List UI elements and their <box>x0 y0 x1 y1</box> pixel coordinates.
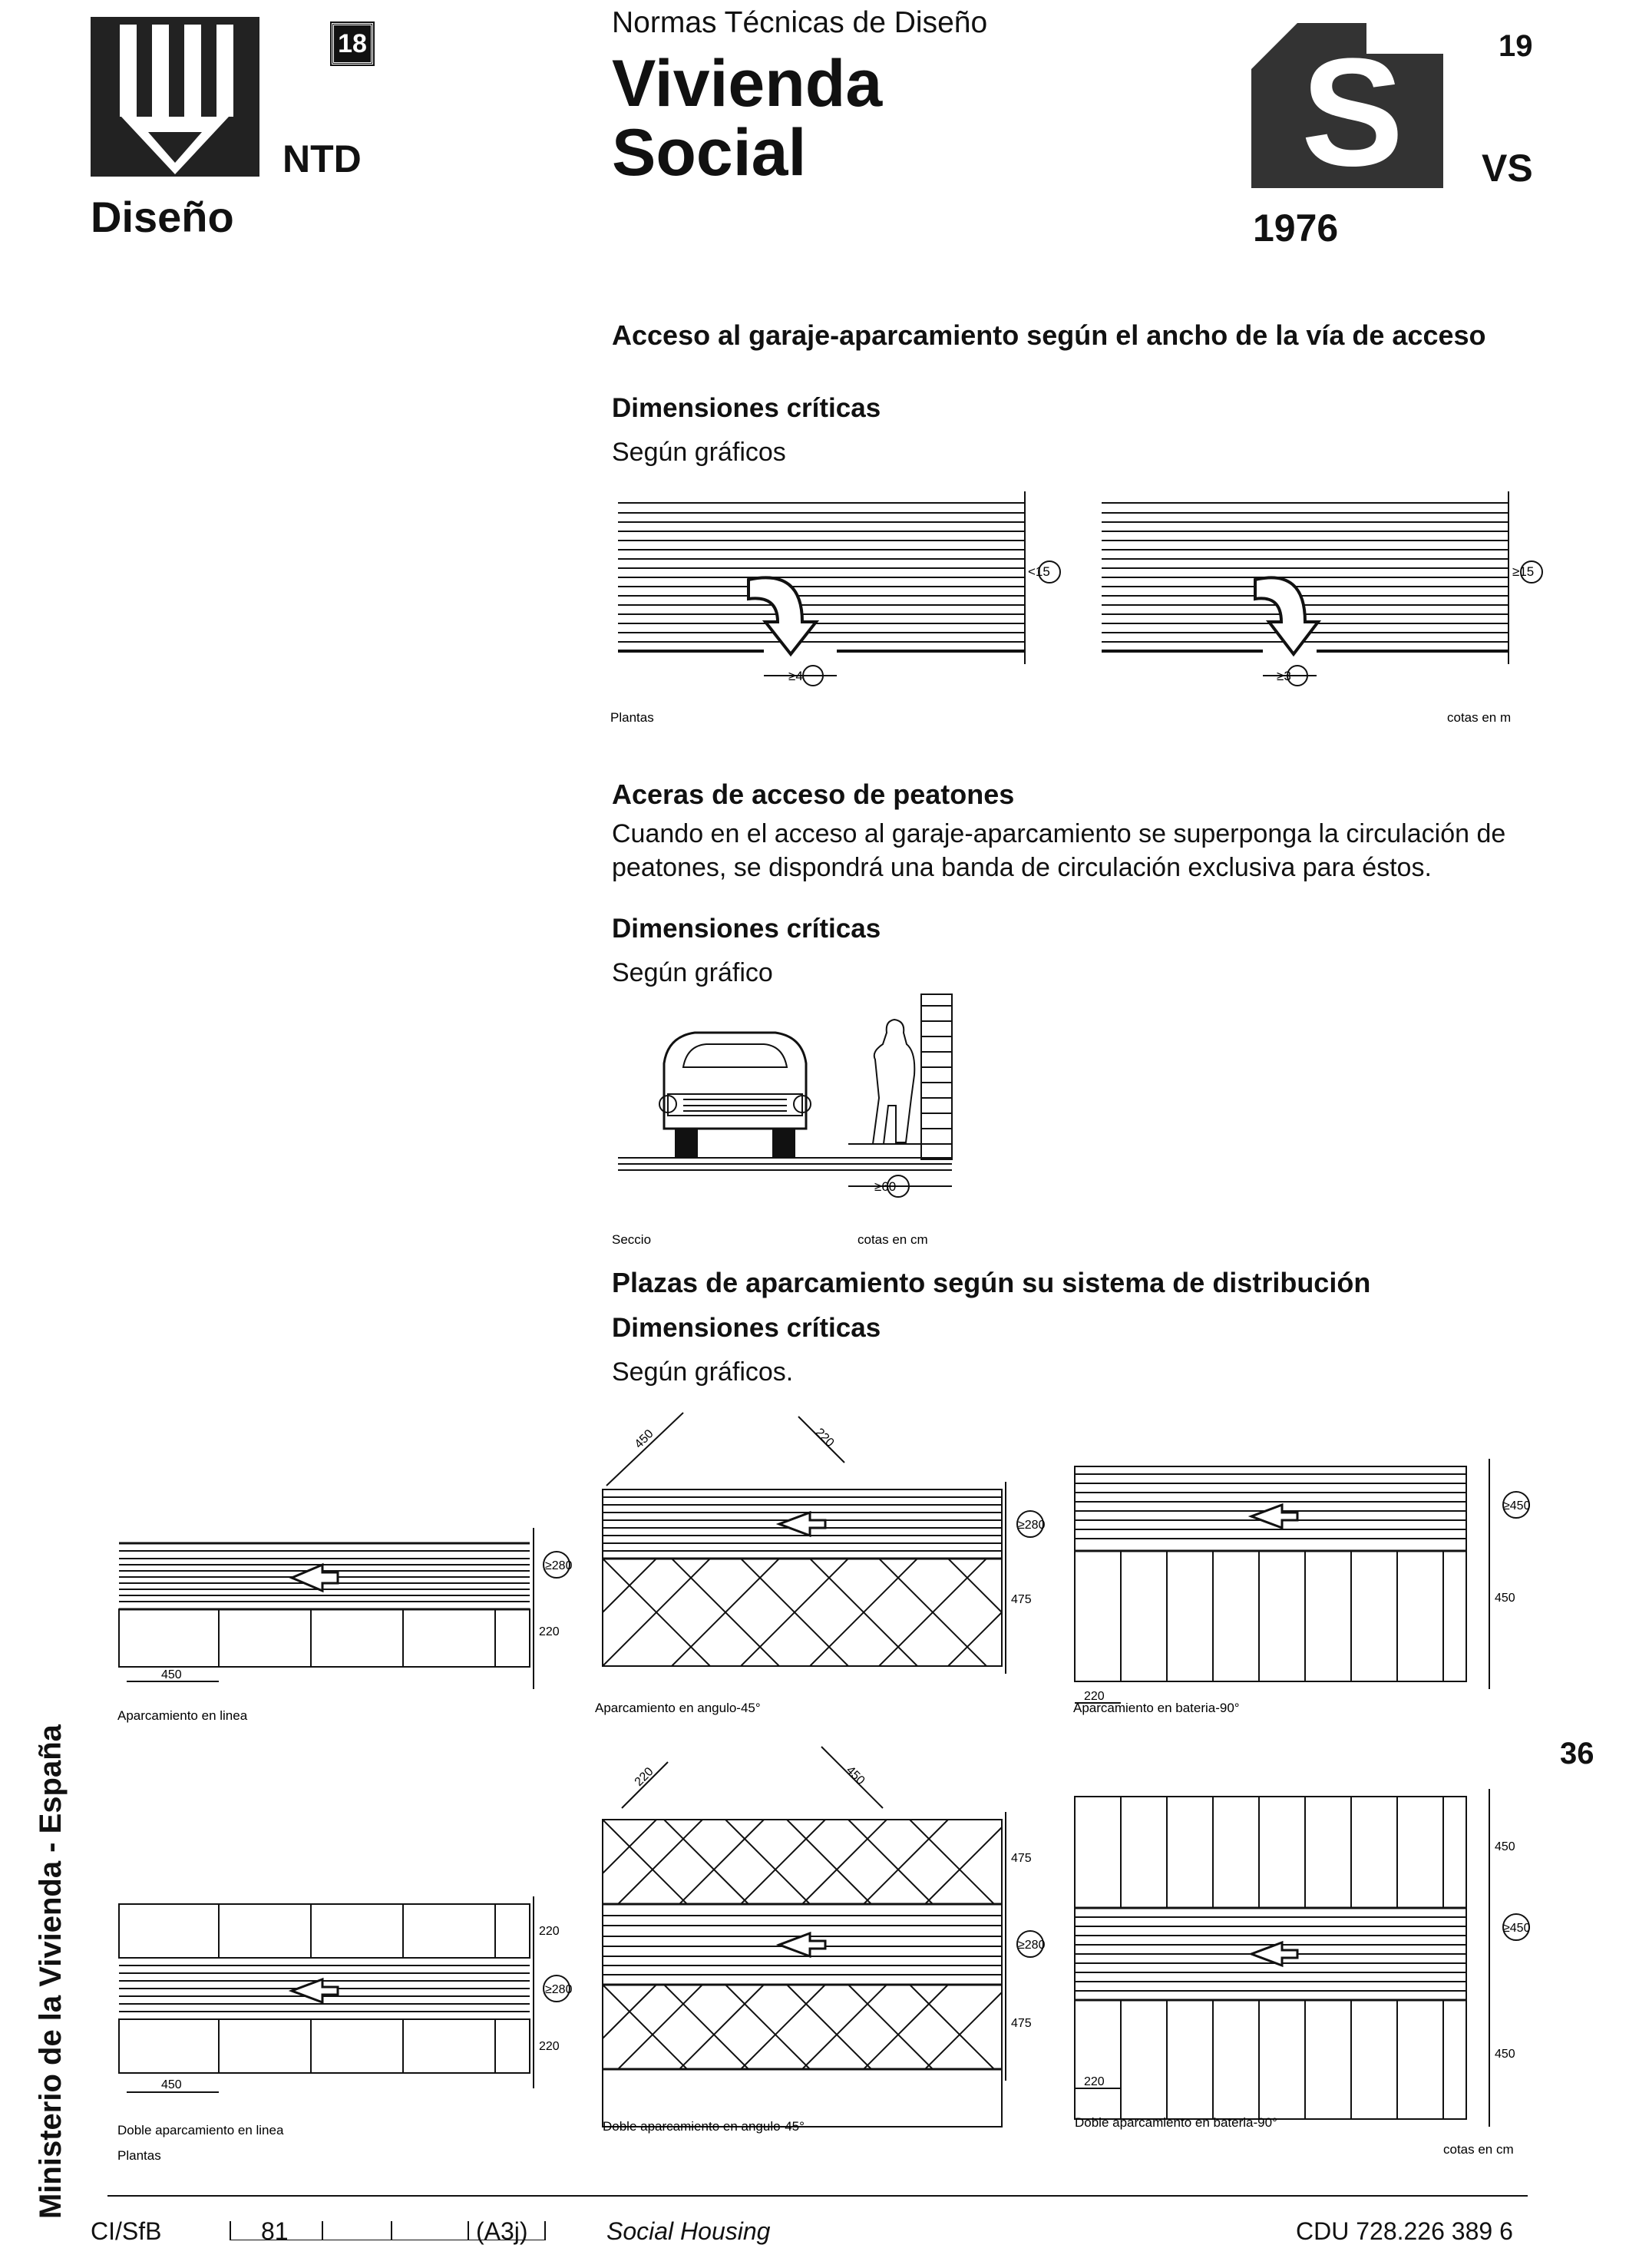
sec2-sidewalk-section: ≥60 Seccio cotas en cm <box>612 993 953 1247</box>
sec2-ref: Según gráfico <box>612 958 773 987</box>
sec3-parking-bottom-row: 220 ≥280 220 450 Doble aparcamiento en l… <box>117 1746 1531 2163</box>
d3-road: ≥450 <box>1503 1499 1531 1513</box>
sec2-dim: ≥60 <box>874 1179 896 1194</box>
sec1-dim-left-width: <15 <box>1028 564 1050 579</box>
d2-w: 220 <box>813 1426 837 1450</box>
d6-top: 450 <box>1495 1840 1515 1853</box>
sec1-caption-right: cotas en m <box>1447 710 1511 725</box>
d4-top: 220 <box>539 1925 560 1938</box>
d5-bot: 475 <box>1011 2017 1032 2030</box>
sec2-text: Cuando en el acceso al garaje-aparcamien… <box>612 819 1506 882</box>
d5-len: 450 <box>844 1764 867 1787</box>
d4-caption: Doble aparcamiento en linea <box>117 2123 284 2137</box>
d6-bot: 450 <box>1495 2048 1515 2061</box>
d1-len: 450 <box>161 1668 182 1681</box>
vs-code: VS <box>1482 147 1533 190</box>
d2-len: 450 <box>633 1427 656 1451</box>
ntd-logo <box>91 17 259 177</box>
sec3-ref: Según gráficos. <box>612 1357 794 1387</box>
footer-code-1: 81 <box>261 2217 289 2245</box>
sec1-critical: Dimensiones críticas <box>612 393 881 423</box>
year: 1976 <box>1253 207 1339 250</box>
footer-cisfb: CI/SfB <box>91 2217 162 2245</box>
ntd-label: NTD <box>283 137 362 180</box>
d2-depth: 475 <box>1011 1593 1032 1606</box>
vs-logo: S <box>1251 23 1443 188</box>
series-title: Normas Técnicas de Diseño <box>612 6 988 39</box>
d4-road: ≥280 <box>545 1983 573 1996</box>
sec2-caption-left: Seccio <box>612 1232 651 1247</box>
svg-text:S: S <box>1301 27 1403 188</box>
d2-road: ≥280 <box>1018 1519 1046 1532</box>
sec1-caption-left: Plantas <box>610 710 654 725</box>
sec1-dim-right-gate: ≥3 <box>1277 669 1291 683</box>
sec3-caption-plantas: Plantas <box>117 2148 161 2163</box>
d5-road: ≥280 <box>1018 1939 1046 1952</box>
d5-top: 475 <box>1011 1852 1032 1865</box>
sec2-critical: Dimensiones críticas <box>612 914 881 944</box>
page-right-number: 19 <box>1499 29 1533 63</box>
sec3-title: Plazas de aparcamiento según su sistema … <box>612 1267 1371 1298</box>
sec1-dim-left-gate: ≥4 <box>788 669 803 683</box>
d1-caption: Aparcamiento en linea <box>117 1708 248 1723</box>
sec2-caption-right: cotas en cm <box>858 1232 928 1247</box>
d6-w: 220 <box>1084 2075 1105 2088</box>
d3-w: 220 <box>1084 1690 1105 1703</box>
d2-caption: Aparcamiento en angulo-45° <box>595 1701 761 1715</box>
sec2-title: Aceras de acceso de peatones <box>612 779 1015 810</box>
footer-english-title: Social Housing <box>606 2217 771 2245</box>
page-number: 36 <box>1560 1737 1594 1770</box>
d6-caption: Doble aparcamiento en bateria-90° <box>1075 2115 1277 2130</box>
header-badge-number: 18 <box>330 21 375 66</box>
d1-depth: 220 <box>539 1625 560 1638</box>
section-label: Diseño <box>91 193 234 241</box>
sec3-parking-top-row: ≥280 220 450 Aparcamiento en linea ≥280 … <box>117 1412 1531 1723</box>
sec1-ref: Según gráficos <box>612 438 786 467</box>
sec1-access-diagrams: <15 ≥15 ≥4 ≥3 Plantas cotas en m <box>610 491 1543 725</box>
sec1-dim-right-width: ≥15 <box>1512 564 1534 579</box>
footer-cdu: CDU 728.226 389 6 <box>1296 2217 1513 2245</box>
d3-caption: Aparcamiento en bateria-90° <box>1073 1701 1240 1715</box>
sec1-title: Acceso al garaje-aparcamiento según el a… <box>612 319 1486 351</box>
d5-caption: Doble aparcamiento en angulo-45° <box>603 2119 805 2134</box>
sec3-units: cotas en cm <box>1443 2142 1514 2157</box>
title-line-1: Vivienda <box>612 47 883 121</box>
d1-road: ≥280 <box>545 1559 573 1572</box>
ministry-side-text: Ministerio de la Vivienda - España <box>34 1724 68 2219</box>
d3-depth: 450 <box>1495 1592 1515 1605</box>
d4-bot: 220 <box>539 2040 560 2053</box>
footer-rule <box>107 2195 1528 2240</box>
d4-len: 450 <box>161 2078 182 2091</box>
d5-w: 220 <box>633 1765 656 1789</box>
title-line-2: Social <box>612 116 807 190</box>
sec3-critical: Dimensiones críticas <box>612 1313 881 1343</box>
footer-code-2: (A3j) <box>476 2217 528 2245</box>
d6-road: ≥450 <box>1503 1922 1531 1935</box>
